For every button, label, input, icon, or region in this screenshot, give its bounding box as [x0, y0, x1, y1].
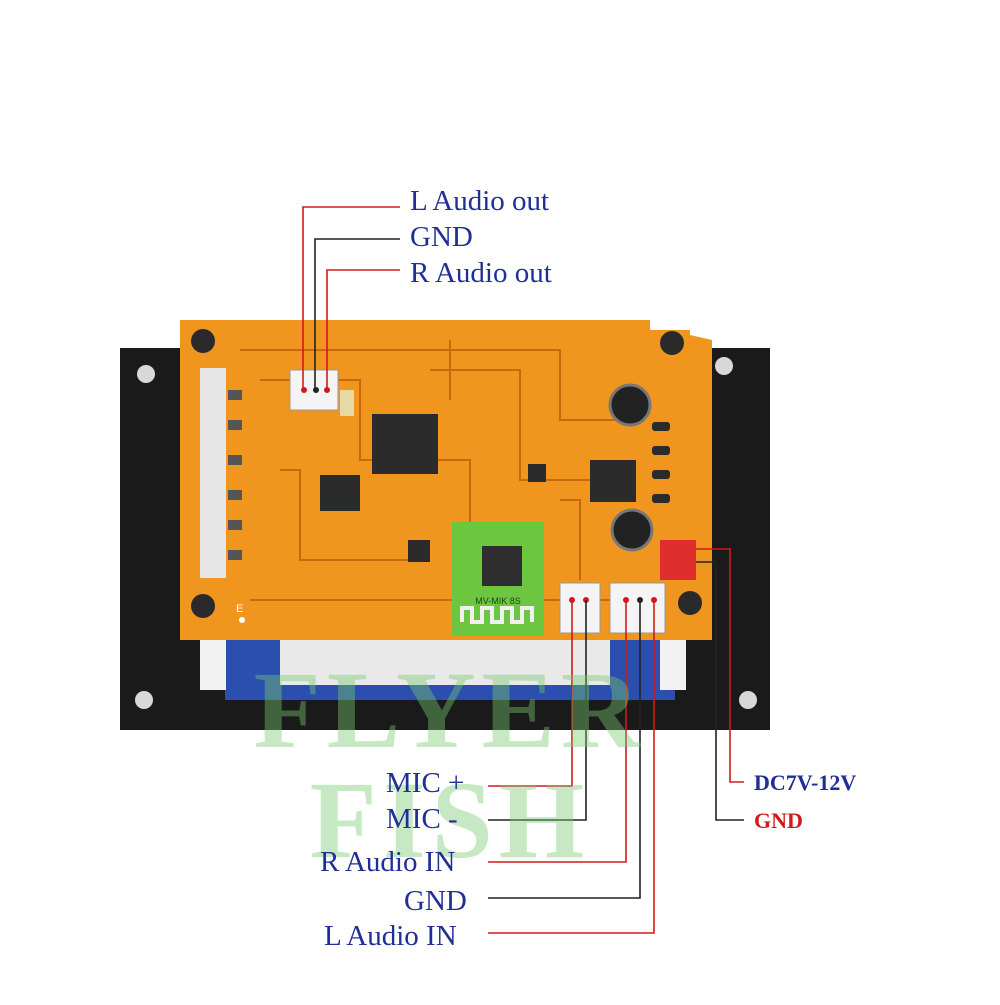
mic-connector: [559, 582, 601, 634]
diode-1: [652, 422, 670, 431]
diode-3: [652, 470, 670, 479]
small-ic: [408, 540, 430, 562]
line-l-audio-out: [302, 206, 400, 390]
pin-4: [228, 490, 242, 500]
standoff-left: [200, 635, 226, 690]
line-gnd-out: [314, 238, 400, 390]
capacitor-bottom: [610, 508, 654, 552]
trace-5: [560, 499, 581, 580]
label-l-audio-out: L Audio out: [410, 185, 550, 217]
line-gnd-in: [488, 600, 641, 899]
label-mic-minus: MIC -: [386, 803, 458, 835]
label-l-audio-in: L Audio IN: [324, 920, 457, 952]
display-module: [200, 635, 686, 700]
power-connector: [660, 540, 696, 580]
label-gnd-out: GND: [410, 221, 473, 253]
regulator: [590, 460, 636, 502]
crystal: [340, 390, 354, 416]
panel-hole-br: [739, 691, 757, 709]
line-mic-plus: [488, 600, 573, 787]
label-dc-gnd: GND: [754, 808, 803, 833]
module-label: MV-MIK 8S: [475, 596, 521, 606]
screw-tl: [191, 329, 215, 353]
antenna-trace: [460, 606, 534, 624]
trace-3: [430, 369, 600, 481]
pin-1: [228, 390, 242, 400]
label-dc-voltage: DC7V-12V: [754, 770, 857, 795]
line-r-audio-out: [326, 269, 400, 390]
transistor: [528, 464, 546, 482]
panel-hole-tl: [137, 365, 155, 383]
standoff-right: [660, 635, 686, 690]
diode-column: [652, 422, 670, 503]
line-mic-minus: [488, 600, 587, 821]
brand-watermark: FLYER FISH: [253, 649, 647, 881]
side-header: [200, 368, 226, 578]
trace-4: [280, 469, 420, 561]
trace-1: [240, 349, 640, 421]
label-mic-plus: MIC +: [386, 767, 465, 799]
pin-6: [228, 550, 242, 560]
audio-in-connector: [609, 582, 666, 634]
label-gnd-in: GND: [404, 885, 467, 917]
pin-5: [228, 520, 242, 530]
screw-br: [678, 591, 702, 615]
callout-lines: [302, 206, 744, 934]
pcb-marker: E: [236, 603, 243, 615]
line-dc-gnd: [696, 561, 744, 821]
pin-3: [228, 455, 242, 465]
side-header-pins: [228, 390, 242, 560]
screw-bl: [191, 594, 215, 618]
pin-dot-l-out: [301, 387, 307, 393]
label-r-audio-out: R Audio out: [410, 257, 552, 289]
panel-hole-tr: [715, 357, 733, 375]
pcb-board: MV-MIK 8S E: [180, 320, 712, 640]
bluetooth-chip: [482, 546, 522, 586]
pin-dot-gnd-out: [313, 387, 319, 393]
label-r-audio-in: R Audio IN: [320, 846, 456, 878]
panel-hole-bl: [135, 691, 153, 709]
diode-4: [652, 494, 670, 503]
line-l-audio-in: [488, 600, 655, 934]
line-dc-power: [696, 548, 744, 783]
main-ic: [372, 414, 438, 474]
amp-ic: [320, 475, 360, 511]
display-ribbon: [280, 640, 610, 685]
screw-tr: [660, 331, 684, 355]
pcb-marker-dot: [239, 617, 245, 623]
pin-2: [228, 420, 242, 430]
capacitor-top: [608, 383, 652, 427]
diode-2: [652, 446, 670, 455]
line-r-audio-in: [488, 600, 627, 863]
